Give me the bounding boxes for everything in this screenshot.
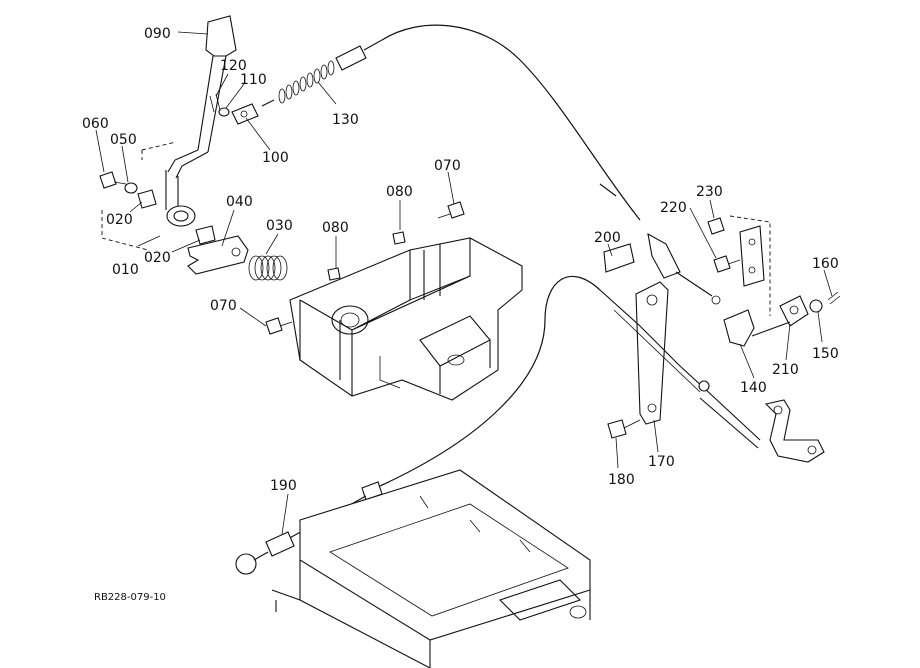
leader-lines bbox=[95, 31, 833, 535]
label-150: 150 bbox=[812, 346, 839, 362]
label-210: 210 bbox=[772, 362, 799, 378]
label-170: 170 bbox=[648, 454, 675, 470]
label-060: 060 bbox=[82, 116, 109, 132]
label-080-left: 080 bbox=[322, 220, 349, 236]
label-160: 160 bbox=[812, 256, 839, 272]
drawing-code: RB228-079-10 bbox=[94, 592, 166, 603]
label-040: 040 bbox=[226, 194, 253, 210]
label-070-left: 070 bbox=[210, 298, 237, 314]
cable-130 bbox=[261, 24, 641, 221]
label-010: 010 bbox=[112, 262, 139, 278]
label-020-lower: 020 bbox=[144, 250, 171, 266]
part-labels: 090 120 110 130 100 060 050 020 010 020 … bbox=[82, 26, 839, 603]
label-020-upper: 020 bbox=[106, 212, 133, 228]
label-120: 120 bbox=[220, 58, 247, 74]
shift-lever-assembly bbox=[99, 15, 288, 281]
label-130: 130 bbox=[332, 112, 359, 128]
right-linkage bbox=[599, 215, 841, 463]
label-090: 090 bbox=[144, 26, 171, 42]
center-bracket bbox=[265, 201, 523, 401]
label-190: 190 bbox=[270, 478, 297, 494]
label-070-top: 070 bbox=[434, 158, 461, 174]
label-080-right: 080 bbox=[386, 184, 413, 200]
label-220: 220 bbox=[660, 200, 687, 216]
label-200: 200 bbox=[594, 230, 621, 246]
label-100: 100 bbox=[262, 150, 289, 166]
label-140: 140 bbox=[740, 380, 767, 396]
label-180: 180 bbox=[608, 472, 635, 488]
label-050: 050 bbox=[110, 132, 137, 148]
label-110: 110 bbox=[240, 72, 267, 88]
label-030: 030 bbox=[266, 218, 293, 234]
label-230: 230 bbox=[696, 184, 723, 200]
floor-plate bbox=[271, 469, 591, 668]
